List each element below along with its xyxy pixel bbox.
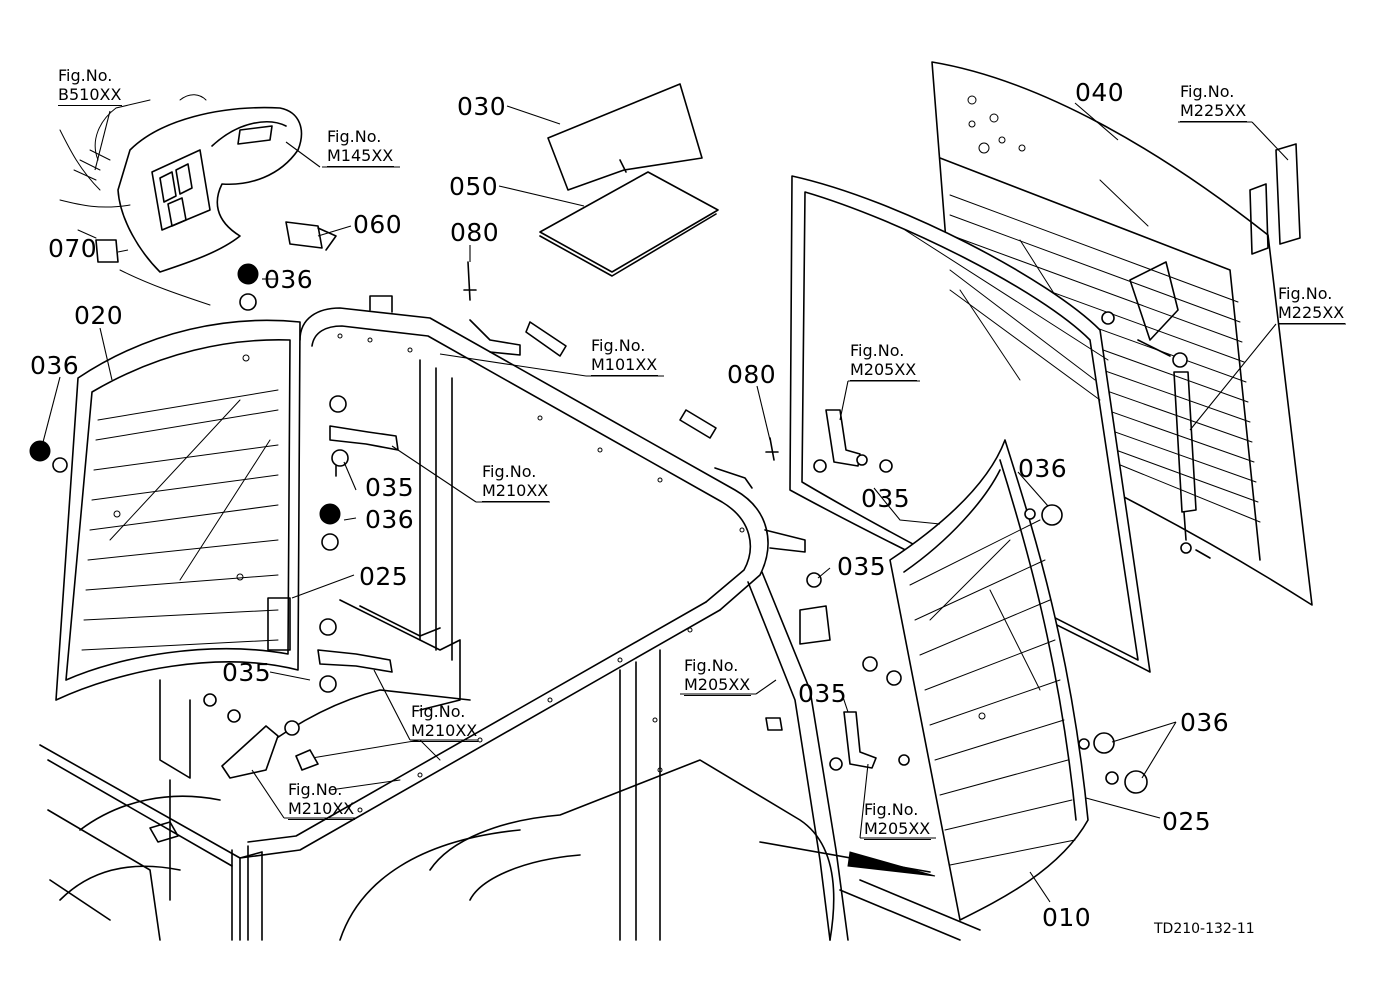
part-label-080-upper: 080 <box>450 218 500 247</box>
fig-ref-prefix: Fig.No. <box>591 336 646 355</box>
part-label-010: 010 <box>1042 903 1092 932</box>
fig-ref-prefix: Fig.No. <box>684 656 739 675</box>
part-label-036-mid: 036 <box>365 505 415 534</box>
part-label-040: 040 <box>1075 78 1125 107</box>
fig-ref-b510: Fig.No. B510XX <box>58 66 123 106</box>
fig-ref-m205-mid: Fig.No. M205XX <box>684 656 752 696</box>
part-label-035-door-upper: 035 <box>861 484 911 513</box>
part-label-025-left: 025 <box>359 562 409 591</box>
manual-050 <box>539 171 719 277</box>
hardware <box>29 143 1301 794</box>
fig-ref-code: M145XX <box>327 146 395 167</box>
fig-ref-code: M225XX <box>1278 303 1346 324</box>
part-label-035-upper-hinge: 035 <box>365 473 415 502</box>
right-door-frame <box>789 175 1151 673</box>
fig-ref-prefix: Fig.No. <box>864 800 919 819</box>
part-label-036-door-upper: 036 <box>1018 454 1068 483</box>
fig-ref-m101: Fig.No. M101XX <box>591 336 659 376</box>
fig-ref-m225-strut: Fig.No. M225XX <box>1278 284 1346 324</box>
fig-ref-prefix: Fig.No. <box>1180 82 1235 101</box>
fig-ref-m210-upper: Fig.No. M210XX <box>482 462 550 502</box>
part-label-020: 020 <box>74 301 124 330</box>
drawing-code: TD210-132-11 <box>1154 921 1255 937</box>
connector-060 <box>285 221 337 251</box>
part-label-035-lower-hinge: 035 <box>222 658 272 687</box>
fig-ref-prefix: Fig.No. <box>1278 284 1333 303</box>
fig-ref-prefix: Fig.No. <box>411 702 466 721</box>
switch-panel <box>59 94 303 306</box>
fig-ref-m210-lower: Fig.No. M210XX <box>411 702 479 742</box>
fig-ref-m225-top: Fig.No. M225XX <box>1180 82 1248 122</box>
fig-ref-prefix: Fig.No. <box>482 462 537 481</box>
fig-ref-code: B510XX <box>58 85 123 106</box>
door-glass-010 <box>889 439 1089 921</box>
fig-ref-m210-bottom: Fig.No. M210XX <box>288 780 356 820</box>
part-label-080-lower: 080 <box>727 360 777 389</box>
fig-ref-m145: Fig.No. M145XX <box>327 127 395 167</box>
fig-ref-code: M205XX <box>850 360 918 381</box>
fig-ref-code: M205XX <box>684 675 752 696</box>
fig-ref-prefix: Fig.No. <box>58 66 113 85</box>
fig-ref-code: M210XX <box>411 721 479 742</box>
fig-ref-code: M210XX <box>288 799 356 820</box>
cab-frame <box>39 295 981 941</box>
part-label-036-left: 036 <box>30 351 80 380</box>
part-label-050: 050 <box>449 172 499 201</box>
fig-ref-prefix: Fig.No. <box>327 127 382 146</box>
fig-ref-code: M225XX <box>1180 101 1248 122</box>
fig-ref-code: M210XX <box>482 481 550 502</box>
part-label-036-top: 036 <box>264 265 314 294</box>
fig-ref-prefix: Fig.No. <box>288 780 343 799</box>
document-030 <box>547 83 703 191</box>
part-label-036-door-lower: 036 <box>1180 708 1230 737</box>
fig-ref-m205-upper: Fig.No. M205XX <box>850 341 918 381</box>
pins-080 <box>463 261 779 461</box>
fig-ref-code: M101XX <box>591 355 659 376</box>
side-glass-020 <box>55 319 301 701</box>
fig-ref-m205-lower: Fig.No. M205XX <box>864 800 932 840</box>
part-label-030: 030 <box>457 92 507 121</box>
fig-ref-prefix: Fig.No. <box>850 341 905 360</box>
fig-ref-code: M205XX <box>864 819 932 840</box>
part-label-070: 070 <box>48 234 98 263</box>
part-label-025-door: 025 <box>1162 807 1212 836</box>
leader-lines <box>41 102 1346 903</box>
part-label-035-door-lower: 035 <box>798 679 848 708</box>
part-label-035-door-mid: 035 <box>837 552 887 581</box>
part-label-060: 060 <box>353 210 403 239</box>
